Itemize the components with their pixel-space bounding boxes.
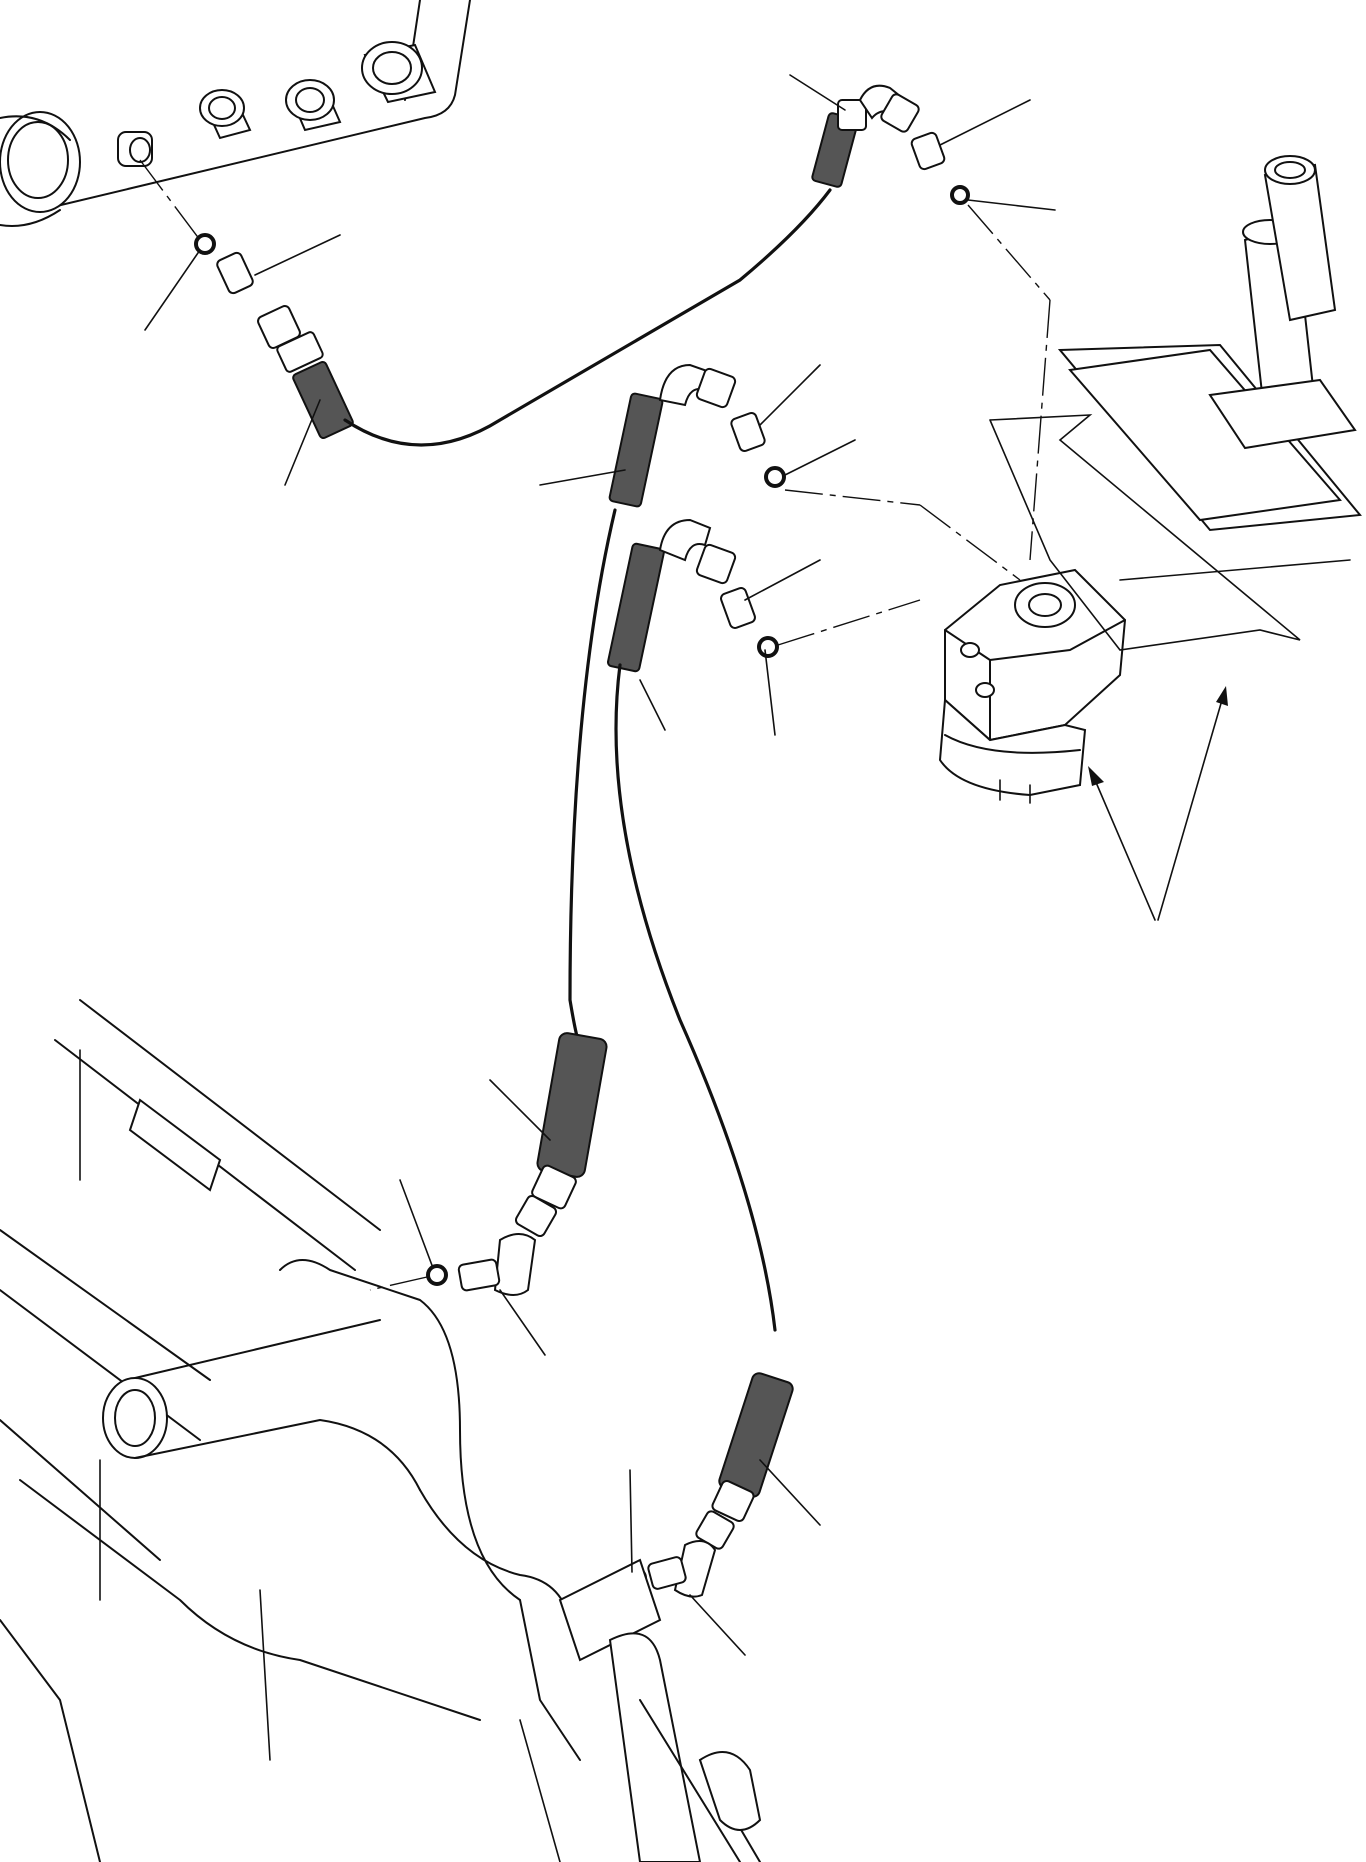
adapter-a2 xyxy=(910,131,946,171)
adapter-b1 xyxy=(730,411,766,453)
nut-b1 xyxy=(695,367,737,409)
adapter-a1 xyxy=(216,251,254,295)
leader-4 xyxy=(789,74,846,111)
adapter-c1 xyxy=(720,587,756,629)
leader-10 xyxy=(744,559,821,601)
leader-15 xyxy=(499,1289,546,1356)
o-ring-c1 xyxy=(757,636,779,658)
leader-2 xyxy=(254,234,341,276)
ferrule-b2 xyxy=(531,1164,577,1210)
leader-lines xyxy=(144,74,1056,1656)
hose-c xyxy=(597,518,921,1598)
sleeve-c1 xyxy=(606,542,665,673)
ferrule-a1 xyxy=(276,331,324,373)
elbow-c2 xyxy=(673,1540,717,1598)
o-ring-a2 xyxy=(950,185,970,205)
hose-b xyxy=(369,363,1021,1296)
sleeve-b2 xyxy=(536,1032,608,1178)
o-ring-a1 xyxy=(194,233,216,255)
port-small xyxy=(117,131,153,167)
sleeve-c2 xyxy=(718,1372,794,1498)
axle-frame xyxy=(0,999,762,1862)
adapter-c2 xyxy=(647,1556,687,1590)
leader-6 xyxy=(967,199,1056,211)
ferrule-c2 xyxy=(711,1479,755,1523)
reference-arrows xyxy=(1088,686,1228,921)
leader-18 xyxy=(689,1594,746,1656)
leader-3 xyxy=(284,399,321,486)
leader-1 xyxy=(144,249,201,331)
leader-9 xyxy=(784,439,856,476)
mounting-plate xyxy=(989,343,1362,651)
leader-8 xyxy=(759,364,821,426)
leader-16 xyxy=(759,1459,821,1526)
leader-11 xyxy=(639,679,666,731)
steering-unit xyxy=(938,568,1127,804)
adapter-b2 xyxy=(457,1258,501,1292)
port-medium-1 xyxy=(199,89,252,140)
sleeve-a1 xyxy=(292,360,354,440)
ferrule-a2 xyxy=(837,99,867,131)
elbow-b2 xyxy=(493,1233,537,1296)
o-ring-b2 xyxy=(426,1264,448,1286)
valve-block xyxy=(0,0,471,227)
o-ring-b1 xyxy=(764,466,786,488)
port-medium-2 xyxy=(285,79,342,132)
nut-b2 xyxy=(514,1194,558,1238)
nut-c1 xyxy=(695,543,737,585)
port-large xyxy=(361,41,437,104)
sleeve-b1 xyxy=(608,392,664,508)
leader-14 xyxy=(399,1179,434,1269)
steering-column xyxy=(1208,155,1357,450)
leader-13 xyxy=(489,1079,551,1141)
leader-12 xyxy=(764,649,776,736)
hose-a xyxy=(139,84,1051,561)
elbow-c1 xyxy=(658,518,712,562)
leader-7 xyxy=(539,469,626,486)
nut-a2 xyxy=(880,93,920,133)
leader-5 xyxy=(939,99,1031,146)
leader-17 xyxy=(629,1469,633,1573)
